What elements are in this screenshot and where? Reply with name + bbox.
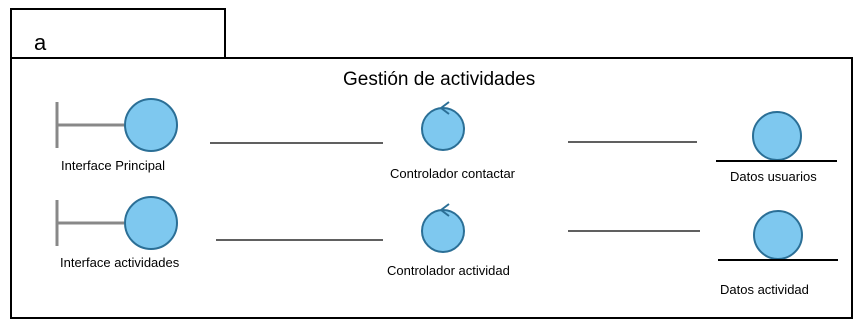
entity-circle — [753, 210, 803, 260]
control-circle — [421, 107, 465, 151]
boundary-interface-actividades — [55, 196, 178, 250]
control-controlador-actividad — [421, 203, 465, 253]
entity-datos-usuarios — [716, 111, 837, 162]
control-arrow — [440, 101, 450, 115]
control-controlador-contactar — [421, 101, 465, 151]
entity-datos-actividad — [718, 210, 838, 261]
boundary-circle — [124, 98, 178, 152]
control-label: Controlador actividad — [387, 263, 510, 278]
control-label: Controlador contactar — [390, 166, 516, 181]
control-circle — [421, 209, 465, 253]
tab-label: a — [34, 30, 47, 55]
entity-label: Datos actividad — [720, 282, 809, 297]
entity-circle — [752, 111, 802, 161]
boundary-label: Interface actividades — [60, 255, 180, 270]
entity-label: Datos usuarios — [730, 169, 817, 184]
control-arrow — [440, 203, 450, 217]
diagram-title: Gestión de actividades — [343, 69, 536, 90]
boundary-label: Interface Principal — [61, 158, 166, 173]
boundary-interface-principal — [55, 98, 178, 152]
boundary-circle — [124, 196, 178, 250]
diagram-tab: a — [10, 8, 226, 57]
